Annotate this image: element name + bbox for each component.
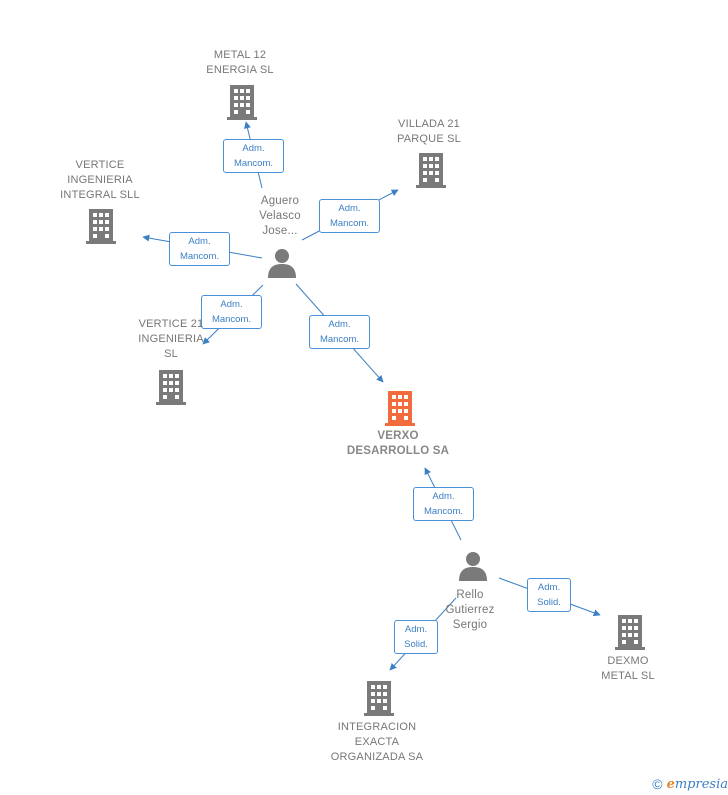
person-icon	[268, 249, 296, 278]
edge-label-dexmo: Adm. Solid.	[527, 578, 571, 612]
company-label: VERTICE INGENIERIA INTEGRAL SLL	[60, 159, 140, 201]
building-icon	[227, 85, 257, 120]
building-icon-main	[385, 391, 415, 426]
company-label: VERTICE 21 INGENIERIA SL	[138, 318, 204, 360]
company-label: DEXMO METAL SL	[601, 655, 655, 682]
edge-label-rello-verxo: Adm. Mancom.	[413, 487, 474, 521]
building-icon	[364, 681, 394, 716]
brand-logo: empresia	[666, 776, 728, 792]
company-label: METAL 12 ENERGIA SL	[206, 49, 274, 76]
building-icon	[615, 615, 645, 650]
company-label: VILLADA 21 PARQUE SL	[397, 118, 461, 145]
edge-label-villada: Adm. Mancom.	[319, 199, 380, 233]
person-label: Aguero Velasco Jose...	[259, 195, 301, 237]
edge-label-vertice-integral: Adm. Mancom.	[169, 232, 230, 266]
edge-label-metal12: Adm. Mancom.	[223, 139, 284, 173]
main-company-label: VERXO DESARROLLO SA	[346, 430, 450, 457]
building-icon	[156, 370, 186, 405]
edge-label-vertice21: Adm. Mancom.	[201, 295, 262, 329]
company-label: INTEGRACION EXACTA ORGANIZADA SA	[330, 721, 424, 763]
copyright-icon: ©	[652, 776, 663, 792]
edge-label-aguero-verxo: Adm. Mancom.	[309, 315, 370, 349]
person-label: Rello Gutierrez Sergio	[445, 589, 495, 631]
building-icon	[416, 153, 446, 188]
person-icon	[459, 552, 487, 581]
building-icon	[86, 209, 116, 244]
footer-brand[interactable]: © empresia	[652, 773, 728, 795]
edge-label-integracion: Adm. Solid.	[394, 620, 438, 654]
